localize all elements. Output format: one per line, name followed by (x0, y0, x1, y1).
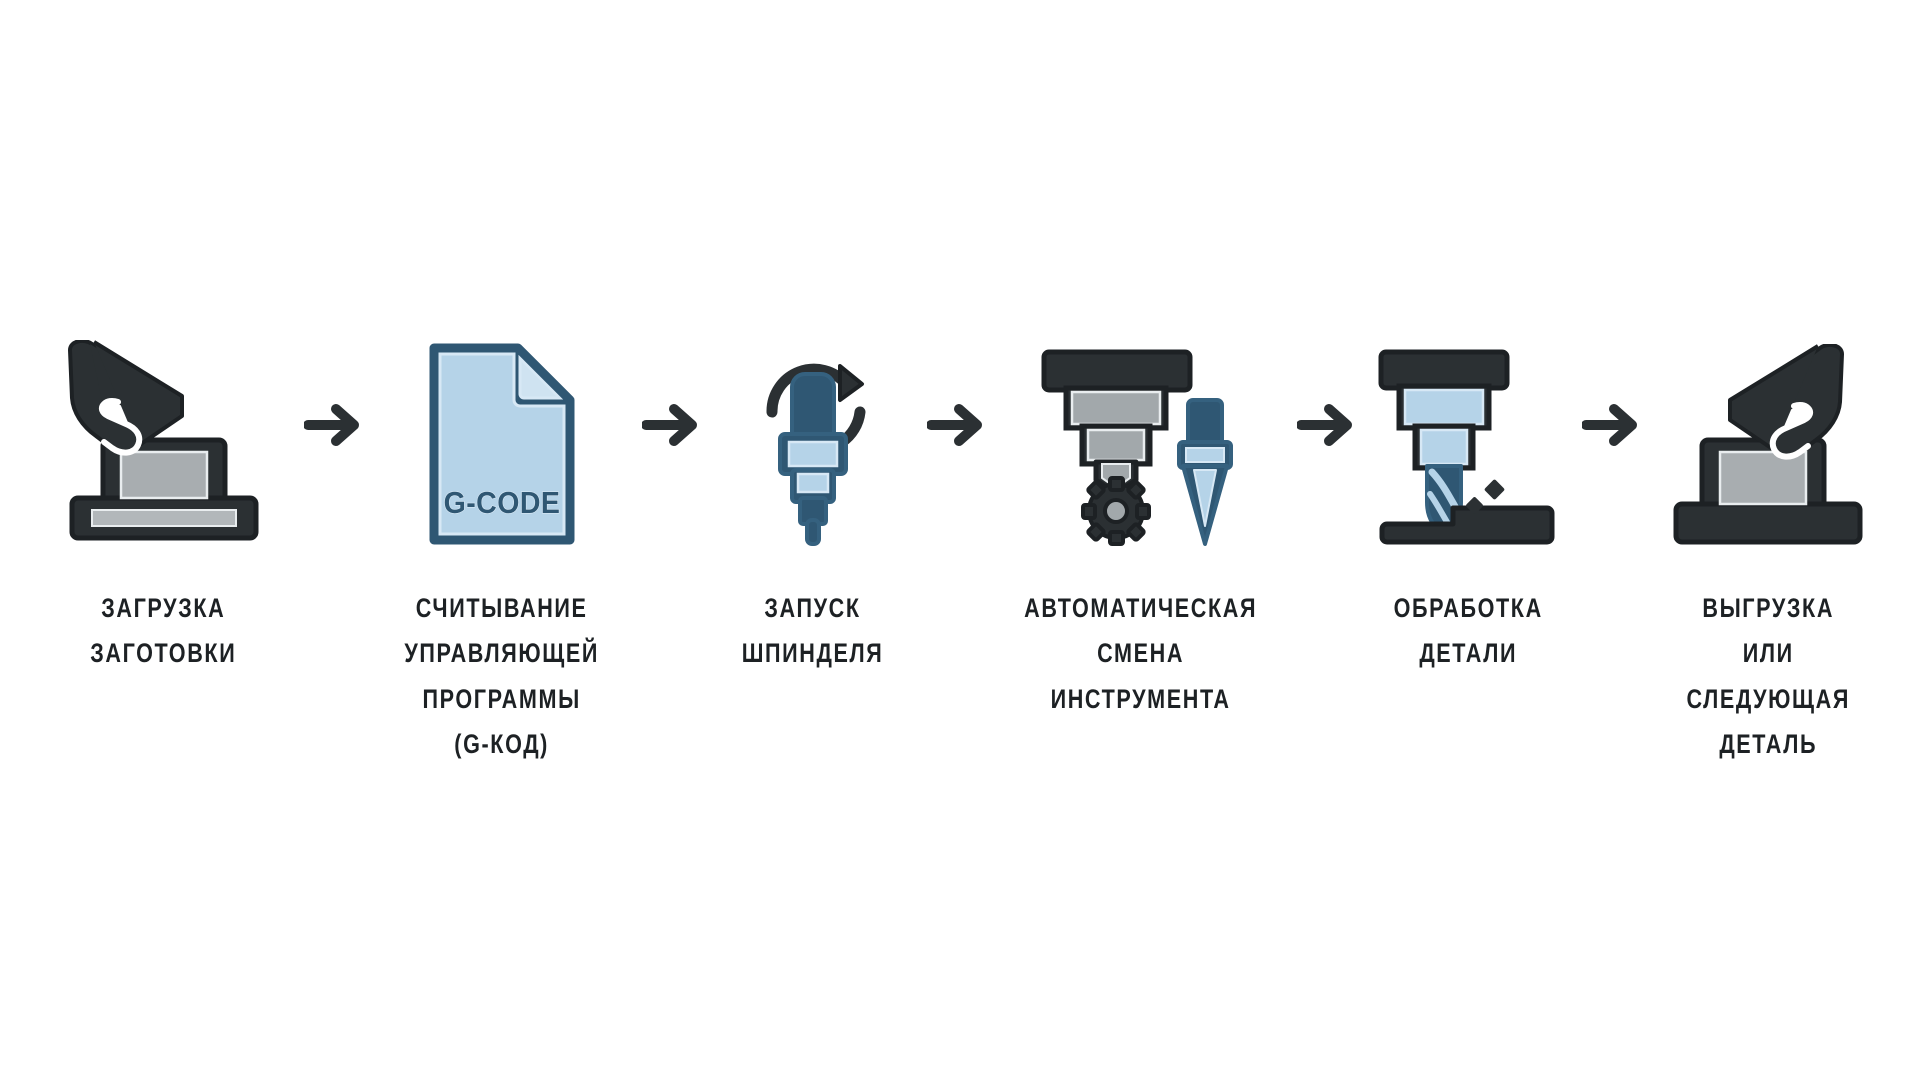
gcode-label: G-CODE (443, 486, 560, 520)
step-caption: ОБРАБОТКА ДЕТАЛИ (1393, 586, 1542, 677)
arrow-right-icon (926, 404, 982, 446)
milling-cutter-icon (1378, 349, 1555, 545)
caption-line: ИЛИ (1742, 638, 1794, 669)
arrow-right-icon (1296, 404, 1352, 446)
icon-container (1038, 300, 1244, 550)
icon-container (1668, 300, 1868, 550)
caption-line: СЛЕДУЮЩАЯ (1686, 683, 1850, 714)
arrow-right-icon (641, 404, 697, 446)
step-caption: ЗАПУСК ШПИНДЕЛЯ (742, 586, 884, 677)
caption-line: ЗАГОТОВКИ (90, 638, 237, 669)
caption-line: АВТОМАТИЧЕСКАЯ (1024, 593, 1257, 623)
arrow-3 (921, 300, 991, 550)
caption-line: (G-КОД) (454, 729, 549, 760)
arrow-right-icon (1581, 404, 1637, 446)
arrow-2 (636, 300, 706, 550)
icon-container (750, 300, 876, 550)
step-caption: ЗАГРУЗКА ЗАГОТОВКИ (90, 586, 236, 677)
step-caption: АВТОМАТИЧЕСКАЯ СМЕНА ИНСТРУМЕНТА (1024, 586, 1257, 722)
caption-line: ЗАГРУЗКА (101, 593, 226, 623)
gcode-document-icon: G-CODE (429, 343, 574, 545)
caption-line: ВЫГРУЗКА (1702, 593, 1834, 623)
step-caption: СЧИТЫВАНИЕ УПРАВЛЯЮЩЕЙ ПРОГРАММЫ (G-КОД) (404, 586, 599, 767)
caption-line: УПРАВЛЯЮЩЕЙ (404, 638, 599, 669)
hand-removing-part-icon (1673, 344, 1863, 545)
step-start-spindle: ЗАПУСК ШПИНДЕЛЯ (706, 300, 921, 677)
step-unload: ВЫГРУЗКА ИЛИ СЛЕДУЮЩАЯ ДЕТАЛЬ (1646, 300, 1891, 767)
caption-line: ПРОГРАММЫ (422, 683, 581, 714)
icon-container (64, 300, 264, 550)
icon-container: G-CODE (422, 300, 582, 550)
step-read-program: G-CODE СЧИТЫВАНИЕ УПРАВЛЯЮЩЕЙ ПРОГРАММЫ … (368, 300, 636, 767)
hand-placing-blank-icon (67, 340, 258, 541)
caption-line: ШПИНДЕЛЯ (742, 638, 884, 669)
caption-line: СМЕНА (1097, 638, 1184, 669)
caption-line: ДЕТАЛИ (1419, 638, 1517, 669)
arrow-4 (1291, 300, 1361, 550)
step-auto-tool-change: АВТОМАТИЧЕСКАЯ СМЕНА ИНСТРУМЕНТА (991, 300, 1291, 722)
tool-changer-icon (1041, 349, 1233, 546)
caption-line: СЧИТЫВАНИЕ (415, 593, 588, 623)
rotating-spindle-icon (766, 363, 866, 546)
step-caption: ВЫГРУЗКА ИЛИ СЛЕДУЮЩАЯ ДЕТАЛЬ (1686, 586, 1850, 767)
caption-line: ОБРАБОТКА (1393, 593, 1543, 623)
step-machining: ОБРАБОТКА ДЕТАЛИ (1361, 300, 1576, 677)
arrow-5 (1576, 300, 1646, 550)
caption-line: ДЕТАЛЬ (1719, 729, 1817, 760)
arrow-1 (298, 300, 368, 550)
step-load-blank: ЗАГРУЗКА ЗАГОТОВКИ (30, 300, 298, 677)
icon-container (1375, 300, 1561, 550)
caption-line: ЗАПУСК (764, 593, 862, 623)
arrow-right-icon (303, 404, 359, 446)
caption-line: ИНСТРУМЕНТА (1050, 683, 1231, 714)
